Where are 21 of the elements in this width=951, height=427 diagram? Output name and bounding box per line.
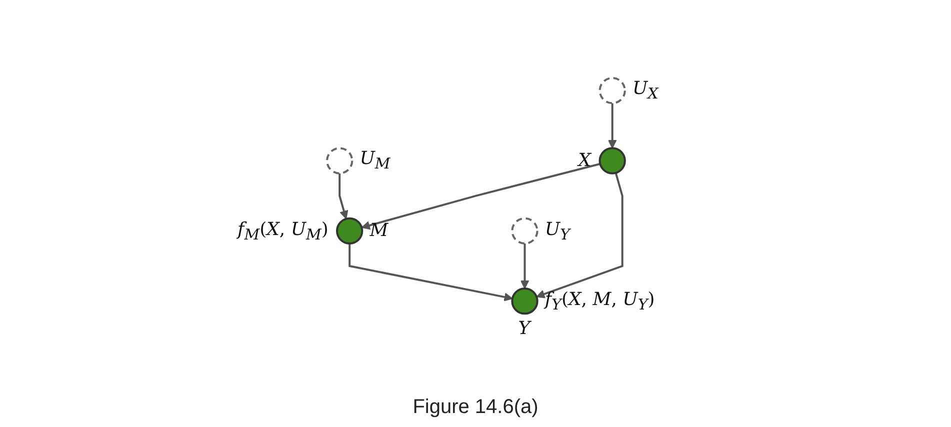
figure-caption: Figure 14.6(a) — [412, 395, 538, 420]
node-circle — [326, 147, 353, 174]
node-circle — [510, 288, 538, 315]
node-label: U$_{X}$ — [632, 78, 658, 103]
arrow — [338, 174, 348, 220]
arrow — [348, 244, 512, 302]
node-circle — [598, 77, 626, 104]
node-label: Y — [518, 318, 530, 340]
node-circle — [598, 147, 626, 174]
arrow — [360, 163, 600, 230]
arrow — [520, 244, 529, 290]
arrow — [536, 172, 623, 298]
node-label: f$_{Y}$(X, M, U$_{Y}$) — [544, 288, 655, 314]
node-circle — [510, 218, 538, 245]
node-label: M — [370, 220, 388, 242]
node-label: U$_{Y}$ — [544, 218, 570, 244]
node-circle — [336, 218, 363, 245]
node-label: U$_{M}$ — [360, 148, 390, 173]
arrow — [607, 103, 616, 149]
node-label: f$_{M}$(X, U$_{M}$) — [238, 218, 328, 244]
node-label: X — [578, 150, 592, 172]
